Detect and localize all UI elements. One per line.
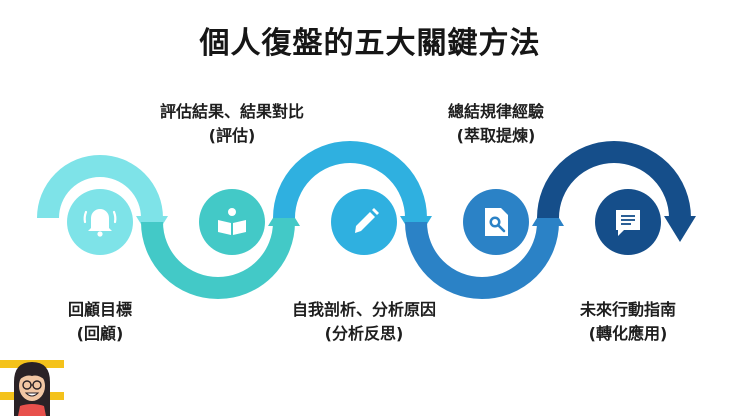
- step-node-1: [67, 189, 133, 255]
- flow-arc-4: [405, 221, 559, 299]
- step-label-5: 未來行動指南 (轉化應用): [518, 298, 738, 346]
- open-book-icon: [218, 208, 246, 235]
- step-label-4: 總結規律經驗 (萃取提煉): [386, 100, 606, 148]
- step-node-5: [595, 189, 661, 255]
- flow-arc-5: [537, 141, 691, 219]
- message-icon: [616, 210, 640, 236]
- step-label-3: 自我剖析、分析原因 (分析反思): [254, 298, 474, 346]
- bell-icon: [83, 209, 117, 237]
- step-subtitle-2: (評估): [208, 126, 256, 145]
- flow-arc-2: [141, 221, 295, 299]
- flow-arc-3: [273, 141, 427, 219]
- step-subtitle-1: (回顧): [76, 324, 124, 343]
- step-title-1: 回顧目標: [67, 300, 132, 319]
- step-title-5: 未來行動指南: [579, 300, 676, 319]
- flow-arc-1: [37, 155, 163, 219]
- step-node-3: [331, 189, 397, 255]
- step-label-1: 回顧目標 (回顧): [0, 298, 210, 346]
- step-node-4: [463, 189, 529, 255]
- document-search-icon: [485, 208, 508, 236]
- flow-arrow-5: [664, 216, 696, 242]
- page-title: 個人復盤的五大關鍵方法: [199, 26, 541, 61]
- step-subtitle-4: (萃取提煉): [456, 126, 536, 145]
- avatar-logo: [0, 360, 64, 416]
- step-title-3: 自我剖析、分析原因: [291, 300, 436, 319]
- step-subtitle-5: (轉化應用): [588, 324, 668, 343]
- step-label-2: 評估結果、結果對比 (評估): [122, 100, 342, 148]
- step-title-2: 評估結果、結果對比: [159, 102, 304, 121]
- step-node-2: [199, 189, 265, 255]
- step-subtitle-3: (分析反思): [324, 324, 404, 343]
- pencil-icon: [355, 208, 379, 233]
- step-title-4: 總結規律經驗: [447, 102, 544, 121]
